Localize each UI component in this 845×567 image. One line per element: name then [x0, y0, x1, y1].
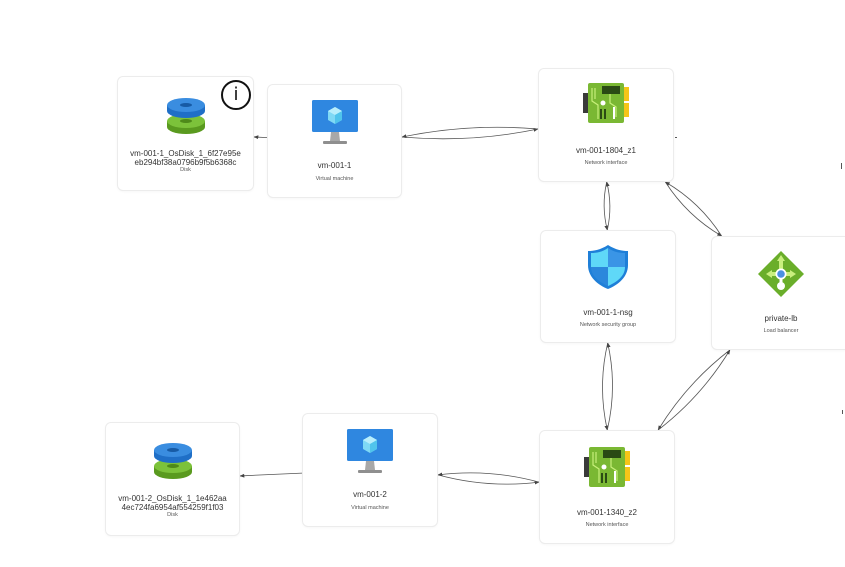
node-title-line2: 4ec724fa6954af554259f1f03 [121, 503, 224, 512]
node-title: vm-001-1340_z2 [576, 508, 638, 517]
edge-nic1-nsg1-backward [605, 181, 611, 231]
shield-icon [588, 245, 628, 289]
node-virtual-machine-1[interactable]: vm-001-1 Virtual machine [267, 84, 402, 198]
node-network-security-group[interactable]: vm-001-1-nsg Network security group [540, 230, 676, 343]
node-title-line2: eb294bf38a0796b9f5b6368c [134, 158, 237, 167]
node-load-balancer[interactable]: private-lb Load balancer [711, 236, 845, 350]
edge-vm1-nic1-forward [401, 128, 539, 140]
node-type: Network interface [584, 160, 628, 166]
edge-nsg1-nic2-backward [606, 342, 613, 431]
node-title: vm-001-1_OsDisk_1_6f27e95e [130, 149, 241, 158]
load-balancer-icon [758, 251, 804, 297]
node-type: Virtual machine [315, 176, 354, 182]
disk-icon [153, 443, 192, 479]
node-type: Virtual machine [351, 505, 389, 511]
node-title: vm-001-1-nsg [583, 308, 633, 317]
node-type: Load balancer [763, 328, 799, 334]
node-type: Disk [167, 512, 178, 518]
edge-vm2-nic2-backward [437, 472, 540, 483]
node-network-interface-1[interactable]: vm-001-1804_z1 Network interface [538, 68, 674, 182]
edge-lb-nic2-forward [657, 349, 731, 431]
network-interface-icon [583, 83, 629, 123]
node-type: Network interface [585, 522, 629, 528]
edge-nic1-nsg1-forward [603, 181, 609, 231]
node-type: Disk [180, 167, 191, 173]
edge-vm2-disk2 [239, 472, 303, 478]
edge-lb-nic2-backward [657, 349, 731, 431]
edge-nic1-lb-forward [665, 181, 723, 237]
node-title: vm-001-1804_z1 [575, 146, 637, 155]
edge-vm1-nic1-backward [401, 126, 539, 139]
node-disk-2[interactable]: vm-001-2_OsDisk_1_1e462aa 4ec724fa6954af… [105, 422, 240, 536]
node-title: private-lb [764, 314, 798, 323]
disk-icon [166, 98, 205, 134]
edge-stub [842, 410, 843, 414]
virtual-machine-icon [311, 100, 358, 144]
edge-stub [841, 163, 842, 169]
info-icon[interactable]: i [221, 80, 251, 110]
network-interface-icon [584, 447, 630, 487]
edge-vm1-disk1 [253, 135, 268, 140]
node-title: vm-001-2_OsDisk_1_1e462aa [118, 494, 227, 503]
node-network-interface-2[interactable]: vm-001-1340_z2 Network interface [539, 430, 675, 544]
edge-nic1-lb-backward [664, 181, 722, 237]
node-type: Network security group [579, 322, 637, 328]
edge-vm2-nic2-forward [437, 474, 540, 485]
node-title: vm-001-2 [353, 490, 387, 499]
virtual-machine-icon [347, 429, 393, 473]
node-title: vm-001-1 [317, 161, 352, 170]
edge-nsg1-nic2-forward [602, 342, 609, 431]
node-virtual-machine-2[interactable]: vm-001-2 Virtual machine [302, 413, 438, 527]
edge-stub [675, 137, 677, 138]
